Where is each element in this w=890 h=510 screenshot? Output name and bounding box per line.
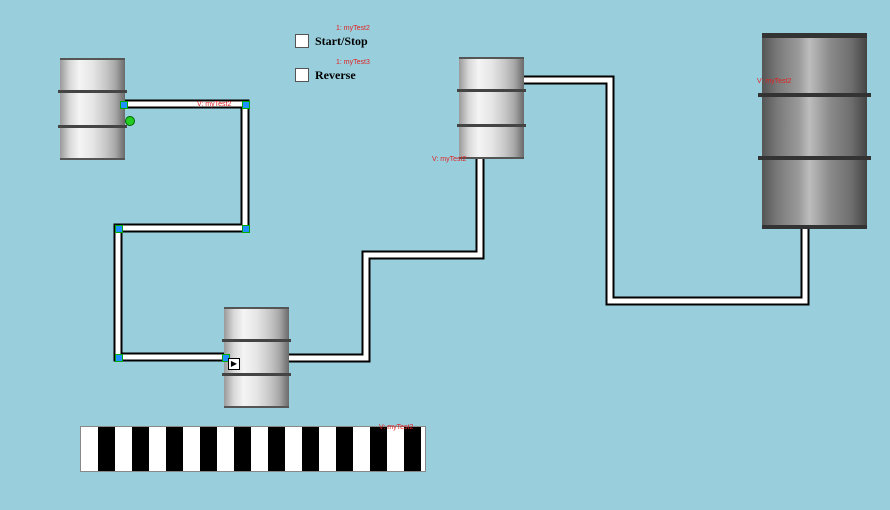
reverse-label[interactable]: Reverse: [315, 68, 356, 82]
tank-1: [58, 58, 127, 160]
stripe-bar-tag: V: myTest2: [379, 424, 414, 431]
tank-tag: V: myTest2: [432, 156, 467, 163]
start-stop-label[interactable]: Start/Stop: [315, 34, 368, 48]
reverse-tag: 1: myTest3: [336, 59, 370, 66]
start-stop-checkbox[interactable]: [295, 34, 309, 48]
tank-3: [457, 57, 526, 159]
pipe-node: [242, 225, 250, 233]
start-stop-tag: 1: myTest2: [336, 25, 370, 32]
pipe-node: [115, 225, 123, 233]
pipe-node: [115, 354, 123, 362]
pipe-node: [242, 101, 250, 109]
tank-2: [222, 307, 291, 408]
flow-indicator: [125, 116, 135, 126]
play-icon[interactable]: ▶: [228, 358, 240, 370]
reverse-checkbox[interactable]: [295, 68, 309, 82]
pipe-tag: V: myTest2: [197, 101, 232, 108]
pipe-node: [120, 101, 128, 109]
big-tank-tag: V: myTest2: [757, 78, 792, 85]
stripe-bar: [80, 426, 426, 472]
big-tank: [758, 33, 871, 229]
